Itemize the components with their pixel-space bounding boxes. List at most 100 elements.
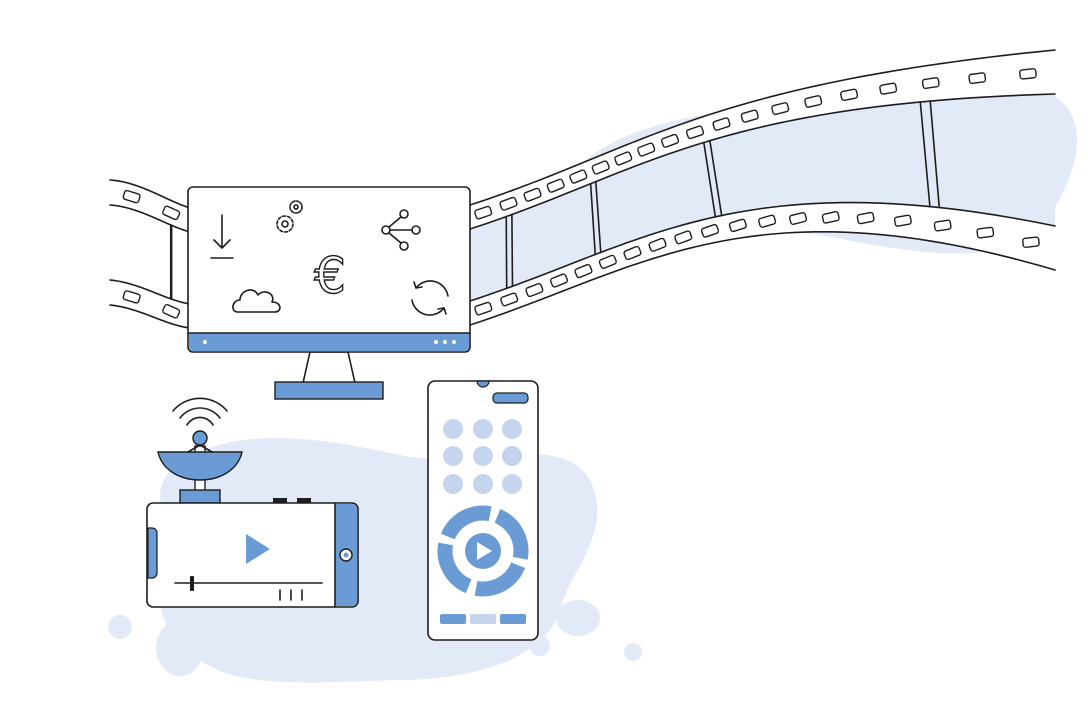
film-frame-divider [929,100,941,209]
sprocket-hole [976,226,995,239]
sprocket-hole [162,303,181,319]
menu-dot [443,340,447,344]
bottom-button[interactable] [440,614,466,624]
dish-mount [179,489,221,504]
bottom-button[interactable] [500,614,526,624]
film-edge [469,49,1056,206]
sprocket-hole [523,187,542,202]
keypad-button[interactable] [473,446,493,466]
film-frame-divider [511,213,514,288]
film-strip [109,49,1056,329]
monitor-bottom-bar [189,333,469,351]
keypad-button[interactable] [502,446,522,466]
blob-dot [156,620,204,676]
film-frame-divider [709,139,723,217]
progress-knob[interactable] [190,576,194,591]
remote-control-phone [427,380,539,641]
video-player-phone [146,498,359,608]
blob-dot [108,615,132,639]
sprocket-hole [623,245,642,261]
sprocket-hole [921,77,940,90]
bottom-button[interactable] [470,614,496,624]
sprocket-hole [162,205,181,221]
sprocket-hole [933,219,952,232]
film-edge [109,204,191,233]
sprocket-hole [893,214,912,227]
sprocket-hole [685,125,705,140]
sprocket-hole [474,205,493,220]
keypad-button[interactable] [443,474,463,494]
menu-dot [434,340,438,344]
monitor: € [187,186,471,400]
keypad [443,419,522,494]
sprocket-hole [614,151,633,166]
film-edge [109,304,191,329]
keypad-button[interactable] [473,474,493,494]
sprocket-hole [1022,236,1040,248]
keypad-button[interactable] [502,419,522,439]
sprocket-hole [525,283,544,298]
play-icon [477,542,492,560]
blob-dot [556,600,600,636]
film-edge [469,201,1056,302]
blob-dot [530,636,550,656]
sprocket-hole [728,218,747,233]
cloud-icon [232,289,281,313]
sprocket-hole [788,211,808,225]
menu-dot [452,340,456,344]
signal-waves-icon [172,397,228,426]
sprocket-hole [804,95,823,108]
power-dot [203,340,207,344]
keypad-button[interactable] [443,419,463,439]
top-pill-button[interactable] [492,392,529,404]
sprocket-hole [637,142,656,157]
side-tab [147,527,158,579]
sprocket-hole [499,196,518,211]
sprocket-hole [712,117,731,131]
sprocket-hole [700,223,720,238]
sprocket-hole [598,254,617,269]
sprocket-hole [549,273,569,288]
dish [157,451,243,481]
sprocket-hole [821,211,840,224]
sprocket-hole [1019,68,1037,80]
sprocket-hole [591,160,610,175]
sprocket-hole [474,301,493,316]
sprocket-hole [771,102,790,116]
sprocket-hole [569,169,588,184]
keypad-button[interactable] [443,446,463,466]
monitor-neck [302,351,356,384]
blob-dot [624,643,642,661]
film-edge [469,93,1056,230]
sprocket-hole [122,189,141,204]
sprocket-hole [122,290,141,304]
sprocket-hole [740,109,759,123]
sprocket-hole [574,263,593,279]
sprocket-hole [879,82,898,95]
monitor-screen [187,186,471,353]
film-frame-divider [703,141,717,218]
satellite-dish [157,397,243,504]
share-icon [381,209,421,251]
sprocket-hole [758,214,777,228]
film-frame-divider [919,101,931,208]
film-edge [469,230,1056,326]
euro-icon: € [314,247,346,305]
dpad[interactable] [434,502,533,601]
sprocket-hole [648,237,667,252]
download-icon [210,214,234,259]
play-icon[interactable] [246,534,270,564]
sprocket-hole [674,230,693,245]
sprocket-hole [546,178,565,193]
film-edge [109,179,191,209]
sprocket-hole [500,292,519,307]
monitor-base [274,381,384,400]
film-frame-divider [589,182,597,256]
sprocket-hole [840,88,859,102]
sprocket-hole [856,211,875,225]
keypad-button[interactable] [502,474,522,494]
sprocket-hole [660,133,680,148]
film-body [110,180,190,328]
keypad-button[interactable] [473,419,493,439]
